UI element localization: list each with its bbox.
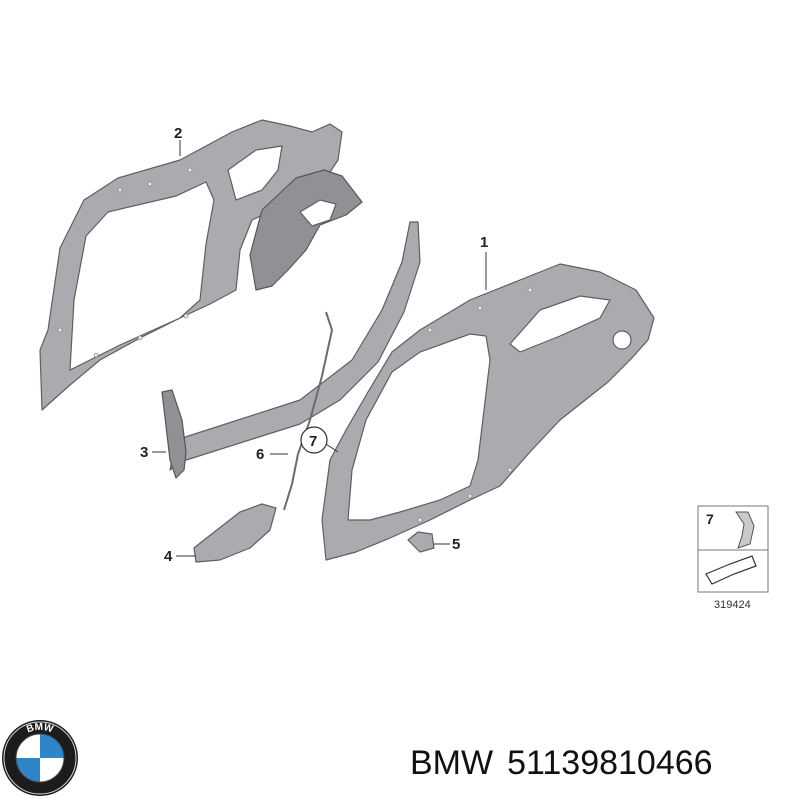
callout-5: 5 (434, 536, 460, 553)
clip-icon (735, 511, 755, 549)
sill-pillar-strip (169, 221, 421, 471)
callout-7: 7 (300, 426, 339, 454)
frame-holes (57, 167, 193, 358)
callout-1: 1 (480, 234, 488, 290)
part-5-clip (407, 531, 435, 553)
callout-3: 3 (140, 444, 166, 461)
callout-6: 6 (256, 446, 288, 463)
svg-text:319424: 319424 (714, 599, 751, 611)
brand-name: BMW (410, 744, 494, 782)
part-3-bracket (161, 389, 187, 479)
callout-2: 2 (174, 125, 182, 156)
svg-text:2: 2 (174, 125, 182, 142)
part-6-cable (283, 311, 334, 511)
svg-text:BMW: BMW (25, 722, 55, 736)
part-caption: BMW 51139810466 (410, 738, 790, 788)
part-1-side-frame (321, 263, 655, 561)
inset-box: 7 319424 (697, 505, 769, 611)
part-4-bracket (193, 503, 277, 563)
svg-text:1: 1 (480, 234, 488, 251)
arrow-icon (705, 555, 757, 585)
svg-text:7: 7 (706, 511, 714, 527)
svg-text:3: 3 (140, 444, 148, 461)
bmw-logo: BMW (2, 720, 78, 796)
callout-4: 4 (164, 548, 196, 565)
svg-text:5: 5 (452, 536, 460, 553)
svg-text:4: 4 (164, 548, 173, 565)
svg-text:6: 6 (256, 446, 264, 463)
part-2-side-frame (39, 119, 363, 411)
svg-text:7: 7 (309, 433, 317, 450)
frame-holes (417, 287, 533, 523)
part-number: 51139810466 (507, 744, 713, 782)
